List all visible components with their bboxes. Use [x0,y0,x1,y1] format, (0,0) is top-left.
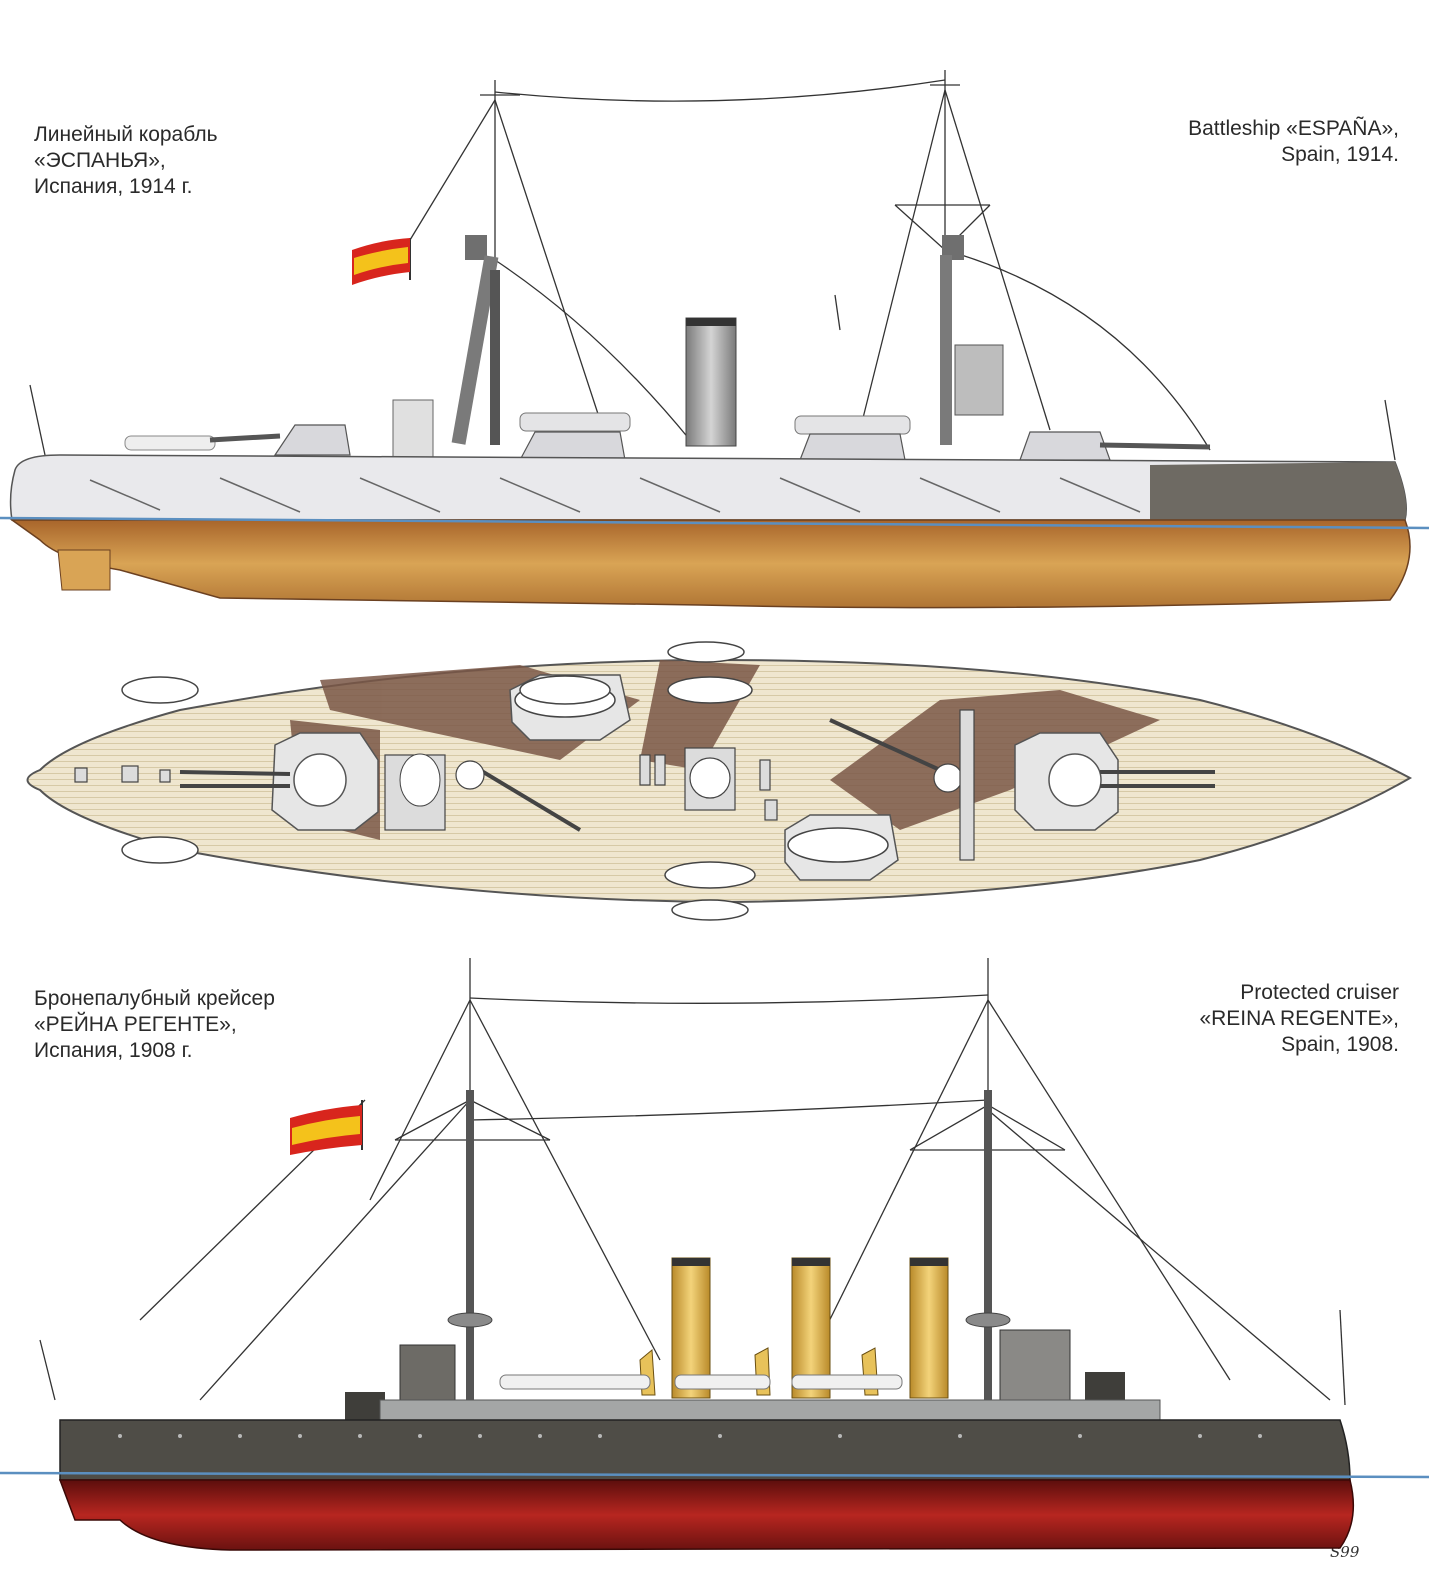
reina-portholes [118,1434,1262,1438]
reina-hull-lower [58,1479,1355,1551]
espana-caption-en-line1: Battleship «ESPAÑA», [1188,117,1399,140]
espana-top-fittings [74,709,975,861]
espana-boat-1 [519,412,631,432]
espana-side-view [0,70,1429,609]
espana-flag [352,238,411,285]
espana-rudder [57,549,111,591]
reina-boat-1 [499,1374,651,1390]
espana-caption-en-line2: Spain, 1914. [1281,143,1399,166]
espana-caption-ru-line3: Испания, 1914 г. [34,175,193,198]
espana-caption-ru: Линейный корабль «ЭСПАНЬЯ», Испания, 191… [34,122,218,200]
reina-upper-deck [379,1399,1161,1421]
espana-caption-ru-line2: «ЭСПАНЬЯ», [34,149,166,172]
espana-caption-en: Battleship «ESPAÑA», Spain, 1914. [1188,116,1399,168]
espana-bow-dark [1150,462,1407,520]
espana-boat-2 [794,415,911,435]
reina-aft-bridge [999,1329,1071,1406]
reina-caption-ru-line2: «РЕЙНА РЕГЕНТЕ», [34,1013,237,1036]
reina-caption-en-line3: Spain, 1908. [1281,1033,1399,1056]
reina-caption-en-line1: Protected cruiser [1240,981,1399,1004]
reina-fore-bridge [399,1344,456,1406]
reina-hull-upper [59,1419,1351,1481]
espana-top-guns [179,718,1215,832]
reina-fore-mast [466,1090,474,1410]
espana-top-view [26,641,1413,921]
reina-main-mast [984,1090,992,1410]
reina-caption-ru-line3: Испания, 1908 г. [34,1039,193,1062]
espana-funnel [685,317,737,447]
reina-boat-2 [674,1374,771,1390]
espana-armor-lines [89,477,1141,513]
espana-fore-top [465,235,487,260]
reina-boat-3 [791,1374,903,1390]
espana-aft-superstructure [954,344,1004,416]
reina-caption-en: Protected cruiser «REINA REGENTE», Spain… [1199,980,1399,1058]
espana-main-top [942,235,964,260]
reina-main-top [965,1312,1011,1328]
espana-waterline [0,516,1429,530]
reina-waterline [0,1471,1429,1479]
espana-main-mast [940,255,952,445]
reina-flag [290,1100,363,1155]
espana-funnel-cap [686,318,736,326]
reina-aft-gun-shield [1085,1372,1125,1402]
espana-fore-mast [451,255,499,445]
reina-funnels [671,1257,949,1399]
espana-turrets [209,424,1211,461]
reina-side-view [0,958,1429,1551]
espana-bridge [392,399,434,461]
espana-boat-3 [124,435,216,451]
espana-top-boats [121,641,889,921]
reina-fore-top [447,1312,493,1328]
reina-caption-en-line2: «REINA REGENTE», [1199,1007,1399,1030]
reina-caption-ru-line1: Бронепалубный крейсер [34,987,275,1010]
espana-hull-lower [9,519,1411,609]
reina-fore-gun-shield [345,1392,385,1420]
espana-caption-ru-line1: Линейный корабль [34,123,218,146]
espana-top-searchlight [399,753,441,807]
reina-caption-ru: Бронепалубный крейсер «РЕЙНА РЕГЕНТЕ», И… [34,986,275,1064]
espana-fore-mast-pole [490,270,500,445]
espana-top-turrets [271,674,1119,881]
